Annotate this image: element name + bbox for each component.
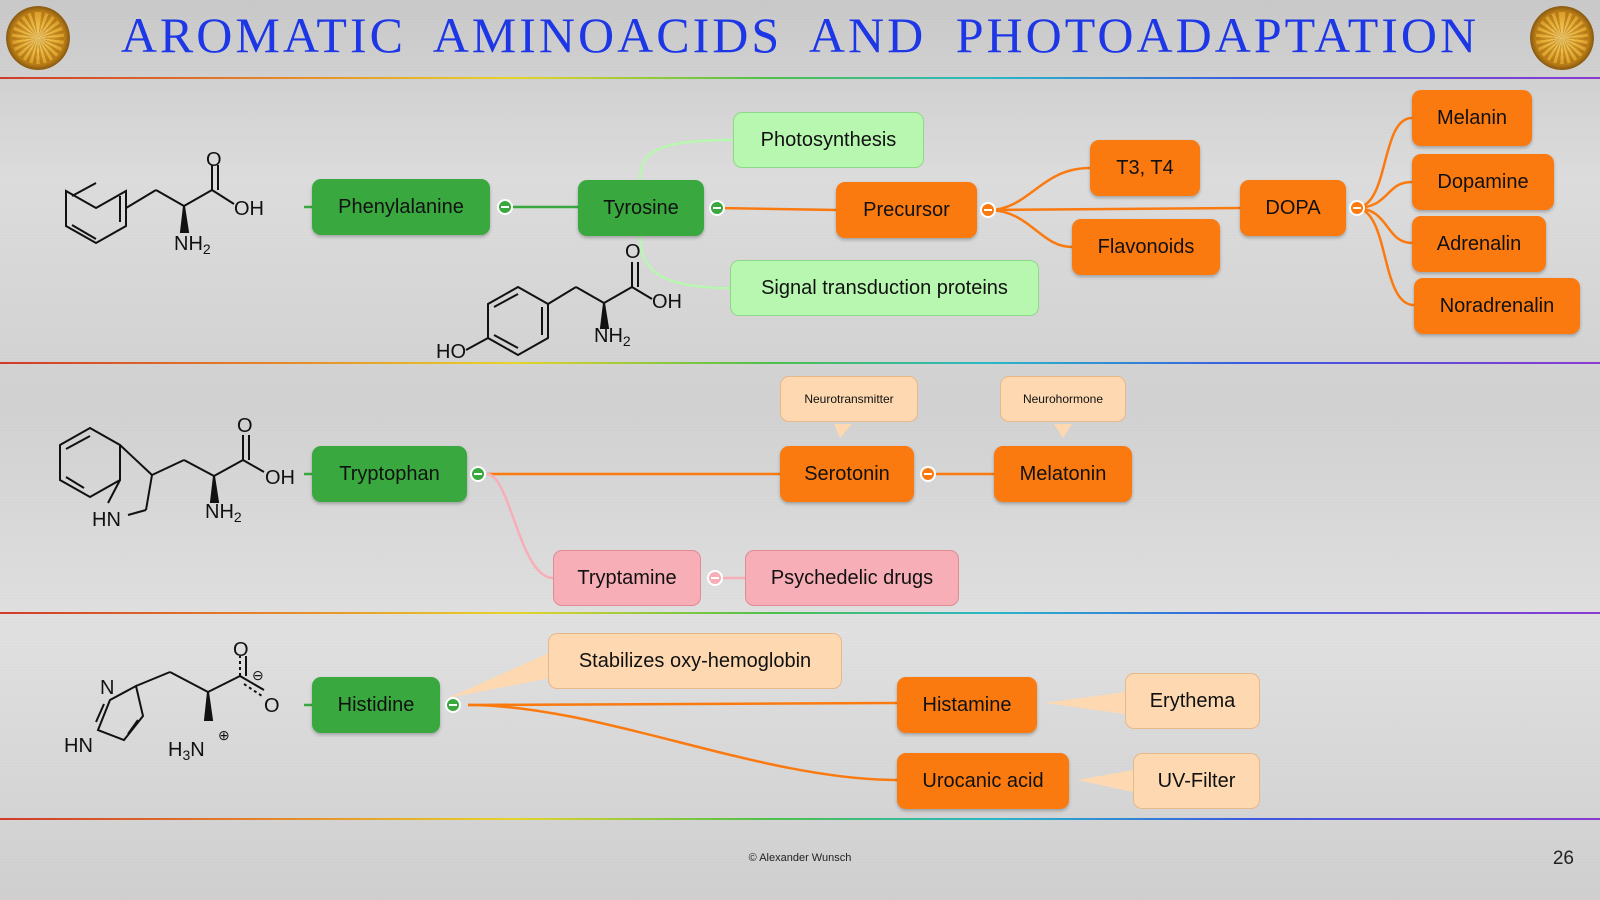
atom-label: O [625, 241, 641, 263]
slide-title: AROMATIC AMINOACIDS AND PHOTOADAPTATION [120, 7, 1480, 63]
atom-label: H3N [168, 739, 205, 763]
node-serotonin[interactable]: Serotonin [780, 446, 914, 502]
node-histamine[interactable]: Histamine [897, 677, 1037, 733]
sun-emblem-icon [1530, 6, 1594, 70]
collapse-toggle[interactable] [1349, 200, 1365, 216]
atom-label: OH [652, 291, 682, 313]
node-tyrosine[interactable]: Tyrosine [578, 180, 704, 236]
node-phenylalanine[interactable]: Phenylalanine [312, 179, 490, 235]
node-t3-t4[interactable]: T3, T4 [1090, 140, 1200, 196]
node-erythema[interactable]: Erythema [1125, 673, 1260, 729]
node-neurotransmitter[interactable]: Neurotransmitter [780, 376, 918, 422]
charge-plus: ⊕ [218, 727, 230, 743]
charge-minus: ⊖ [252, 667, 264, 683]
node-noradrenalin[interactable]: Noradrenalin [1414, 278, 1580, 334]
collapse-toggle[interactable] [709, 200, 725, 216]
atom-label: OH [265, 467, 295, 489]
atom-label: OH [234, 198, 264, 220]
separator-line [0, 612, 1600, 614]
node-uv-filter[interactable]: UV-Filter [1133, 753, 1260, 809]
separator-line [0, 818, 1600, 820]
phenylalanine-molecule [65, 165, 235, 245]
collapse-toggle[interactable] [920, 466, 936, 482]
node-adrenalin[interactable]: Adrenalin [1412, 216, 1546, 272]
atom-label: HO [436, 341, 466, 363]
node-precursor[interactable]: Precursor [836, 182, 977, 238]
atom-label: O [237, 415, 253, 437]
node-neurohormone[interactable]: Neurohormone [1000, 376, 1126, 422]
atom-label: O [233, 639, 249, 661]
collapse-toggle[interactable] [497, 199, 513, 215]
separator-line [0, 362, 1600, 364]
atom-label: O [264, 695, 280, 717]
sun-emblem-icon [6, 6, 70, 70]
node-stabilizes-oxy-hemoglobin[interactable]: Stabilizes oxy-hemoglobin [548, 633, 842, 689]
node-histidine[interactable]: Histidine [312, 677, 440, 733]
node-tryptamine[interactable]: Tryptamine [553, 550, 701, 606]
atom-label: NH2 [594, 325, 631, 349]
atom-label: NH2 [205, 501, 242, 525]
page-number: 26 [1552, 848, 1574, 869]
atom-label: HN [64, 735, 93, 757]
node-dopamine[interactable]: Dopamine [1412, 154, 1554, 210]
atom-label: NH2 [174, 233, 211, 257]
tryptophan-molecule [59, 426, 265, 516]
tyrosine-molecule [465, 262, 653, 357]
node-melatonin[interactable]: Melatonin [994, 446, 1132, 502]
node-urocanic-acid[interactable]: Urocanic acid [897, 753, 1069, 809]
atom-label: N [100, 677, 114, 699]
node-dopa[interactable]: DOPA [1240, 180, 1346, 236]
node-tryptophan[interactable]: Tryptophan [312, 446, 467, 502]
node-photosynthesis[interactable]: Photosynthesis [733, 112, 924, 168]
collapse-toggle[interactable] [445, 697, 461, 713]
collapse-toggle[interactable] [707, 570, 723, 586]
histidine-molecule [95, 656, 265, 742]
collapse-toggle[interactable] [470, 466, 486, 482]
node-flavonoids[interactable]: Flavonoids [1072, 219, 1220, 275]
node-melanin[interactable]: Melanin [1412, 90, 1532, 146]
atom-label: HN [92, 509, 121, 531]
atom-label: O [206, 149, 222, 171]
separator-line [0, 77, 1600, 79]
node-signal-transduction[interactable]: Signal transduction proteins [730, 260, 1039, 316]
node-psychedelic-drugs[interactable]: Psychedelic drugs [745, 550, 959, 606]
collapse-toggle[interactable] [980, 202, 996, 218]
copyright-footer: © Alexander Wunsch [748, 852, 852, 864]
